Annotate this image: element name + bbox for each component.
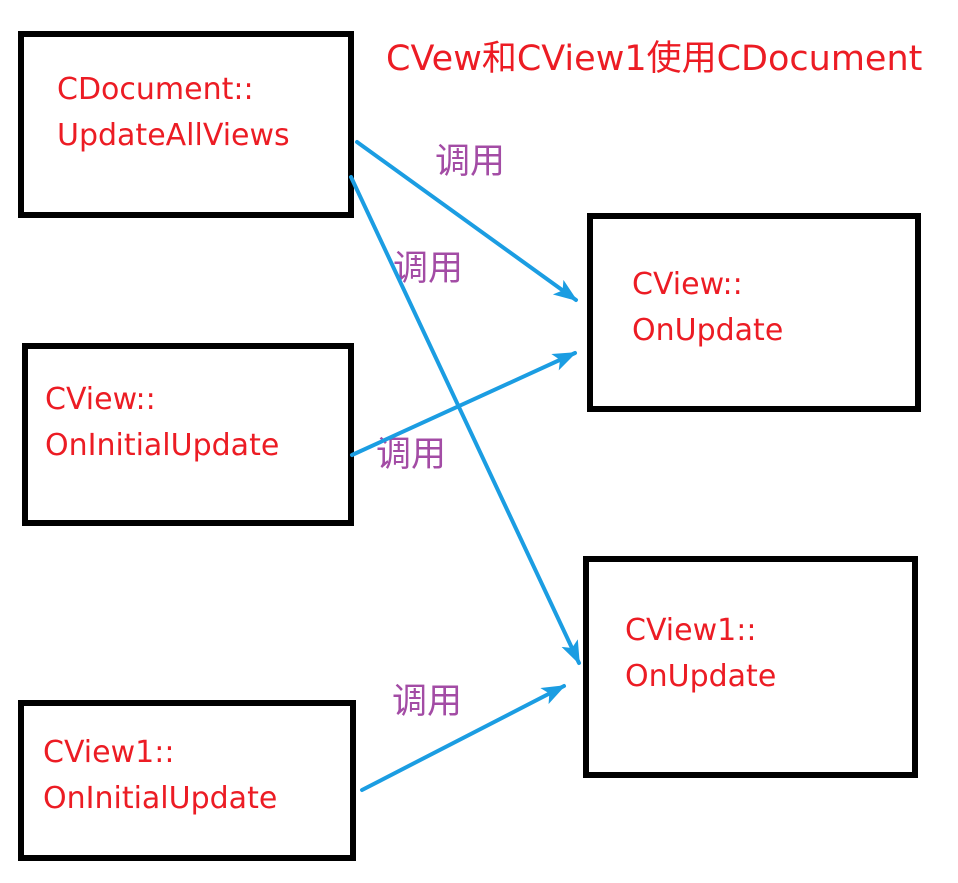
node-label-line2: OnUpdate <box>625 659 777 694</box>
node-label: CView:: OnInitialUpdate <box>45 377 279 469</box>
arrow-cdocument-to-cview1-onupdate <box>349 175 581 665</box>
node-label-line2: OnInitialUpdate <box>45 428 280 463</box>
node-label-line1: CView1:: <box>625 613 757 648</box>
node-label-line2: OnUpdate <box>632 313 784 348</box>
call-label-2: 调用 <box>393 249 464 289</box>
node-label-line1: CView1:: <box>43 735 175 770</box>
node-cview1-oninitialupdate: CView1:: OnInitialUpdate <box>18 700 356 861</box>
diagram-title: CVew和CView1使用CDocument <box>386 39 923 79</box>
call-label-4: 调用 <box>392 682 463 722</box>
node-label-line1: CView:: <box>45 382 156 417</box>
node-label-line1: CView:: <box>632 267 743 302</box>
node-label-line1: CDocument:: <box>57 72 254 107</box>
node-cview1-onupdate: CView1:: OnUpdate <box>583 556 918 778</box>
node-cview-onupdate: CView:: OnUpdate <box>587 213 921 412</box>
node-cdocument-updateallviews: CDocument:: UpdateAllViews <box>18 31 354 218</box>
call-label-3: 调用 <box>376 435 447 475</box>
node-label-line2: UpdateAllViews <box>57 118 290 153</box>
node-label: CView1:: OnUpdate <box>625 608 776 700</box>
node-label-line2: OnInitialUpdate <box>43 781 278 816</box>
node-label: CView:: OnUpdate <box>632 262 783 354</box>
node-label: CView1:: OnInitialUpdate <box>43 730 277 822</box>
node-cview-oninitialupdate: CView:: OnInitialUpdate <box>22 343 354 526</box>
call-label-1: 调用 <box>435 142 506 182</box>
node-label: CDocument:: UpdateAllViews <box>57 67 290 159</box>
